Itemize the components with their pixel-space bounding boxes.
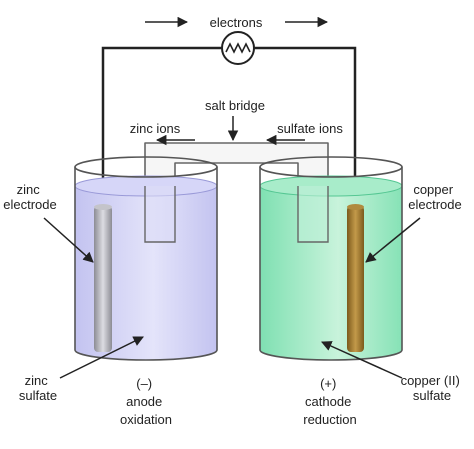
copper-electrode (347, 206, 364, 352)
zinc-sulfate-arrow (59, 336, 144, 379)
salt-bridge-label: salt bridge (205, 98, 265, 113)
zinc-electrode (94, 206, 112, 352)
copper-sulfate-label: copper (II) sulfate (401, 373, 464, 403)
zinc-electrode-arrow (43, 217, 94, 263)
zinc-ions-label: zinc ions (130, 121, 181, 136)
zinc-electrode-label: zinc electrode (3, 182, 56, 212)
copper-electrode-arrow (365, 217, 421, 263)
copper-beaker (259, 156, 403, 361)
resistor-icon (221, 31, 255, 65)
zinc-sulfate-label: zinc sulfate (19, 373, 57, 403)
cathode-label: (+) cathode reduction (303, 376, 356, 427)
anode-label: (–) anode oxidation (120, 376, 172, 427)
sulfate-ions-label: sulfate ions (277, 121, 343, 136)
copper-electrode-label: copper electrode (408, 182, 461, 212)
copper-sulfate-arrow (321, 341, 403, 379)
electrons-label: electrons (210, 15, 263, 30)
